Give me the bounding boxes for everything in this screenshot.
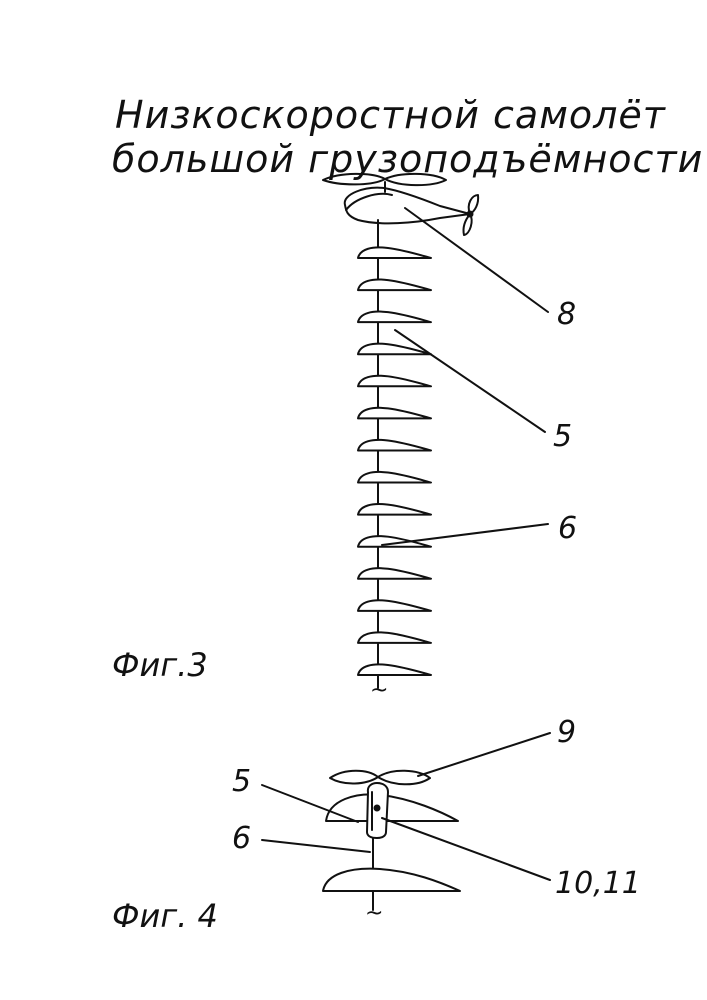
wing-profile	[358, 632, 431, 643]
tether-end-symbol: ~	[370, 678, 388, 703]
wing-profile	[358, 376, 431, 387]
fig4-lower-wing	[323, 869, 460, 891]
wing-profile	[358, 568, 431, 579]
helicopter-carrier	[323, 174, 478, 235]
figure-4: ~ 9 5 6 10,11 Фиг. 4	[112, 715, 641, 935]
fig4-rotor-blade-right	[378, 771, 430, 785]
fig4-callout-6: 6	[232, 821, 251, 856]
wing-profile	[358, 312, 431, 323]
callout-8: 8	[557, 297, 576, 332]
wing-profile	[358, 536, 431, 547]
fig4-callout-5: 5	[232, 764, 251, 799]
title: Низкоскоростной самолёт большой грузопод…	[112, 93, 703, 181]
wing-profile	[358, 472, 431, 483]
wing-profile	[358, 344, 431, 355]
figure-3: ~ 8 5 6 Фиг.3	[112, 174, 577, 703]
wing-profile	[358, 247, 431, 258]
wing-profile	[358, 504, 431, 515]
figure-3-label: Фиг.3	[112, 646, 208, 684]
callout-9: 9	[557, 715, 576, 750]
fig4-tether-end-symbol: ~	[365, 901, 383, 926]
wing-profile	[358, 600, 431, 611]
callout-6: 6	[558, 511, 577, 546]
wing-profile	[358, 279, 431, 290]
wing-stack	[358, 247, 431, 675]
callout-5: 5	[553, 419, 572, 454]
helicopter-fuselage	[345, 188, 470, 224]
title-line-1: Низкоскоростной самолёт	[115, 93, 667, 137]
wing-profile	[358, 408, 431, 419]
wing-profile	[358, 440, 431, 451]
fig4-rotor-blade-left	[330, 771, 378, 784]
figure-4-label: Фиг. 4	[112, 897, 218, 935]
wing-profile	[358, 664, 431, 675]
callout-10-11: 10,11	[555, 866, 641, 901]
pod-hub	[374, 805, 381, 812]
